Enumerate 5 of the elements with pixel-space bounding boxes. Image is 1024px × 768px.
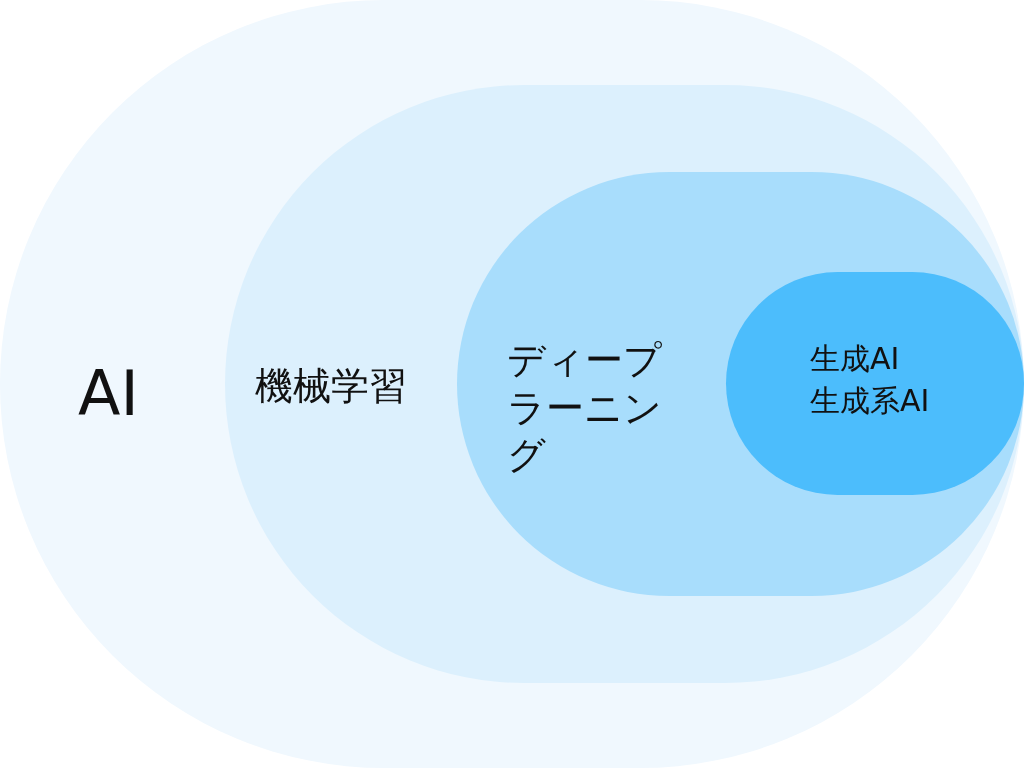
region-label: 機械学習 — [255, 363, 407, 410]
region-label: 生成AI — [810, 340, 900, 378]
region-label: 生成系AI — [810, 382, 930, 420]
region-label: ディープラーニング — [507, 337, 663, 479]
region-label: AI — [78, 356, 139, 432]
